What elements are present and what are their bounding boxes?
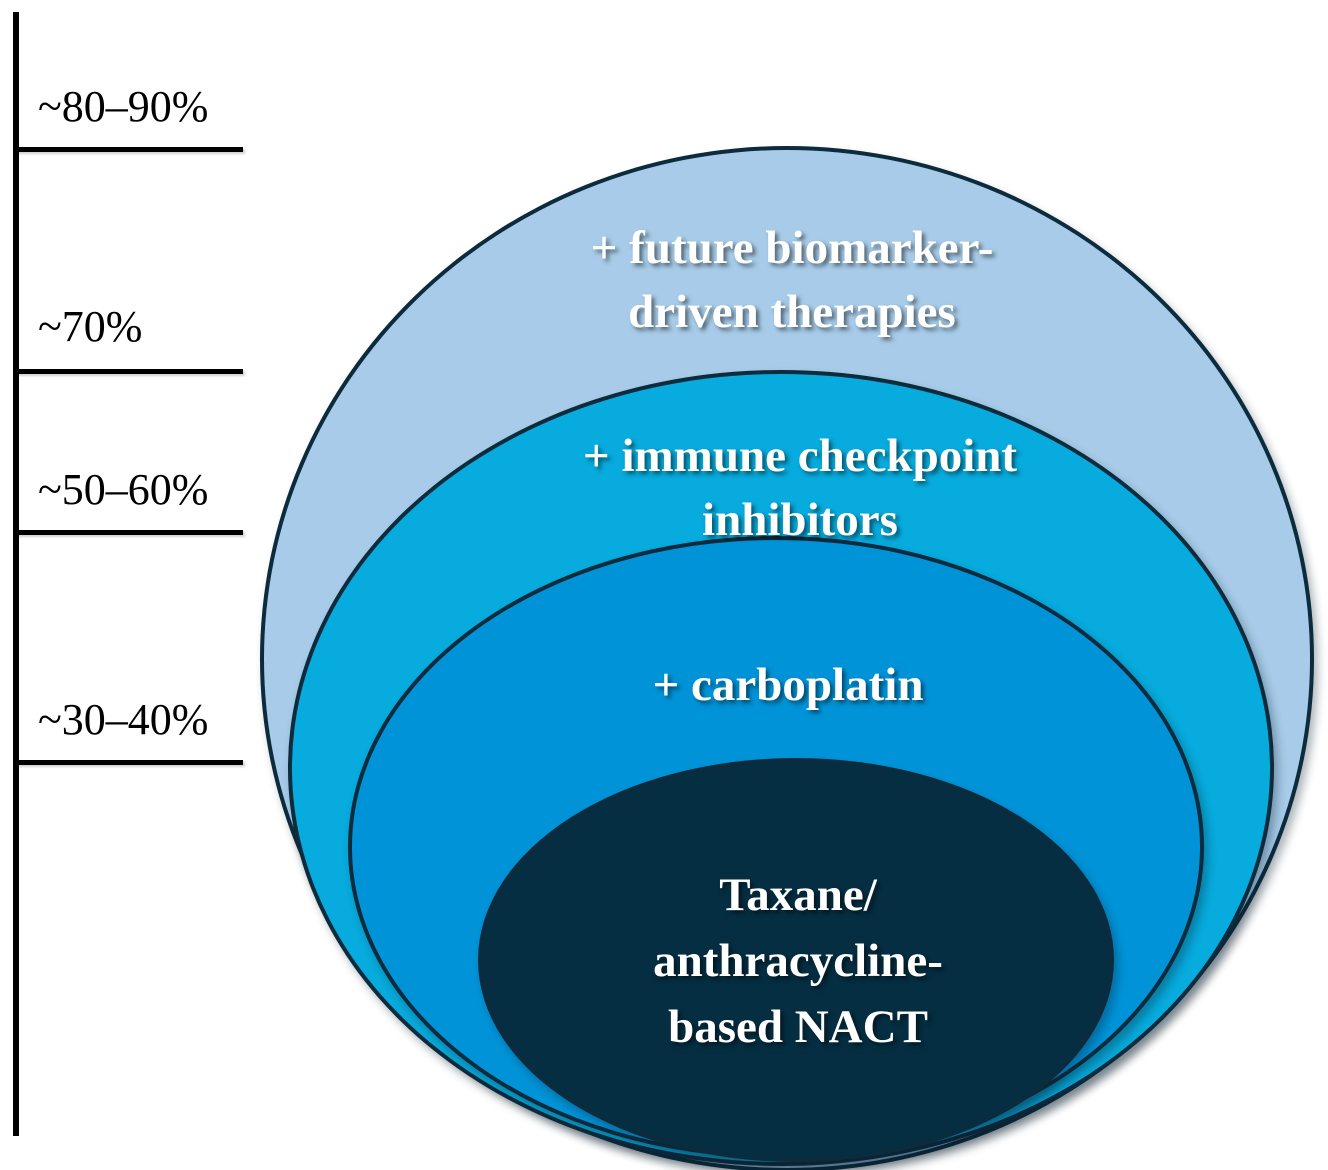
axis-tick-label-30-40: ~30–40% [38,695,209,744]
axis-tick-4 [13,760,243,765]
ring-label-line: + carboplatin [652,659,924,711]
ring-label-line: + immune checkpoint [582,430,1018,482]
ring-label-line: inhibitors [702,494,898,546]
axis-tick-3 [13,530,243,535]
axis-tick-2 [13,369,243,374]
axis-tick-label-80-90: ~80–90% [38,82,209,131]
ring-label-line: anthracycline- [653,935,943,987]
ring-label-future-biomarker: + future biomarker- driven therapies [591,216,994,344]
axis-tick-1 [13,147,243,152]
ring-label-line: based NACT [668,1001,928,1053]
axis-line [13,12,19,1136]
ring-label-line: + future biomarker- [590,222,994,274]
ring-label-immune-checkpoint: + immune checkpoint inhibitors [583,424,1017,552]
ring-label-line: Taxane/ [719,869,877,921]
axis-tick-label-70: ~70% [38,302,143,351]
axis-tick-label-50-60: ~50–60% [38,465,209,514]
ring-taxane-anthracycline-nact [478,758,1114,1162]
ring-label-taxane-nact: Taxane/ anthracycline- based NACT [653,862,943,1060]
ring-label-line: driven therapies [628,286,956,338]
ring-label-carboplatin: + carboplatin [653,653,924,717]
